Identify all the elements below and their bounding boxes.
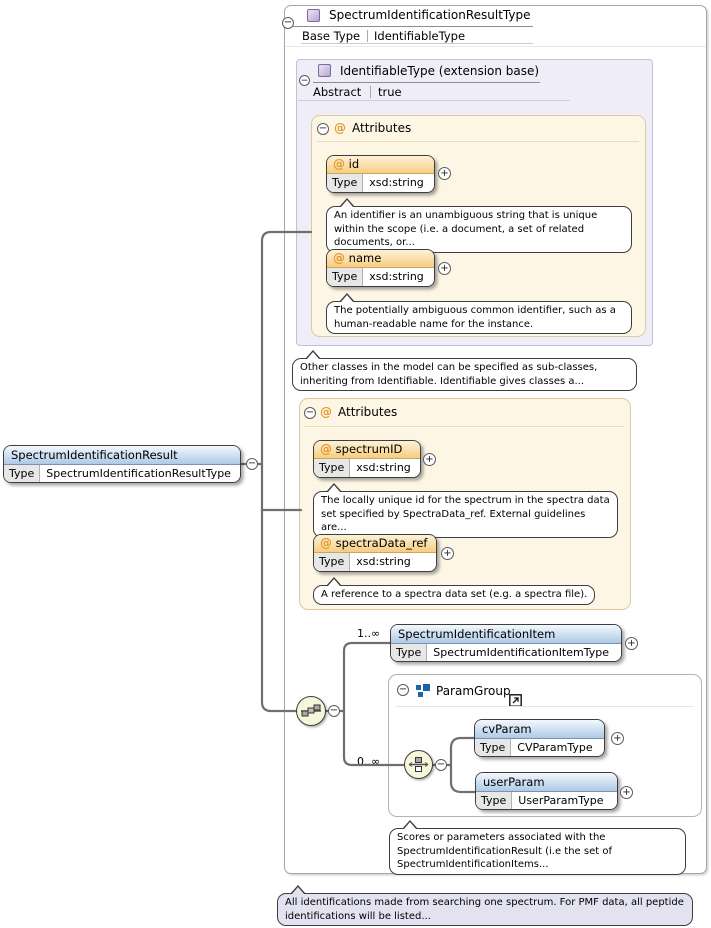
annotation-spectrumid: The locally unique id for the spectrum i… (313, 483, 618, 538)
divider (293, 26, 533, 27)
annotation-identifiable: Other classes in the model can be specif… (292, 350, 637, 391)
expand-toggle[interactable]: + (438, 167, 451, 180)
annotation-name: The potentially ambiguous common identif… (326, 293, 632, 334)
expand-toggle[interactable]: + (611, 732, 624, 745)
type-value: UserParamType (518, 794, 604, 807)
param-group-title: ParamGroup (436, 684, 511, 698)
complex-type-title: SpectrumIdentificationResultType (329, 8, 531, 22)
collapse-toggle[interactable]: − (435, 759, 447, 771)
collapse-toggle[interactable]: − (299, 75, 310, 86)
type-value: xsd:string (369, 270, 424, 283)
divider (285, 46, 706, 47)
attribute-box-spectrumid[interactable]: @ spectrumID Type xsd:string (313, 440, 421, 478)
collapse-toggle[interactable]: − (328, 705, 340, 717)
type-value: xsd:string (356, 555, 411, 568)
choice-icon[interactable] (404, 750, 433, 779)
attribute-box-id[interactable]: @ id Type xsd:string (326, 155, 435, 193)
annotation-result-type: All identifications made from searching … (277, 885, 693, 926)
expand-toggle[interactable]: + (625, 637, 638, 650)
complex-type-icon (307, 9, 320, 22)
expand-toggle[interactable]: + (423, 453, 436, 466)
external-link-icon[interactable] (509, 692, 522, 707)
element-box-spectrum-identification-result[interactable]: SpectrumIdentificationResult Type Spectr… (3, 445, 241, 483)
attribute-icon: @ (333, 251, 345, 265)
attribute-name: name (348, 251, 382, 265)
type-label: Type (314, 459, 351, 477)
sequence-icon[interactable] (296, 696, 326, 726)
type-label: Type (327, 174, 364, 192)
divider (313, 82, 540, 83)
annotation-param-group: Scores or parameters associated with the… (389, 820, 686, 875)
element-name: userParam (476, 773, 617, 792)
attribute-icon: @ (333, 157, 345, 171)
abstract-label: Abstract (313, 85, 362, 99)
element-box-cvparam[interactable]: cvParam Type CVParamType (474, 719, 605, 757)
type-label: Type (475, 739, 512, 756)
divider (304, 426, 624, 427)
base-type-label: Base Type (302, 29, 361, 43)
element-name: SpectrumIdentificationResult (4, 446, 240, 465)
divider (396, 706, 694, 707)
complex-type-icon (318, 64, 331, 77)
attribute-name: spectraData_ref (335, 536, 428, 550)
sequence-glyph (301, 704, 321, 717)
expand-toggle[interactable]: + (441, 547, 454, 560)
attribute-box-spectradata-ref[interactable]: @ spectraData_ref Type xsd:string (313, 534, 437, 572)
type-label: Type (476, 792, 513, 809)
type-value: SpectrumIdentificationItemType (433, 646, 609, 659)
type-value: xsd:string (356, 461, 411, 474)
collapse-toggle[interactable]: − (317, 123, 329, 135)
abstract-value: true (378, 85, 402, 99)
collapse-toggle[interactable]: − (304, 407, 316, 419)
choice-glyph (408, 757, 429, 772)
divider (367, 30, 368, 42)
type-value: xsd:string (369, 176, 424, 189)
attribute-icon: @ (334, 121, 346, 135)
expand-toggle[interactable]: + (438, 262, 451, 275)
type-label: Type (4, 465, 41, 482)
base-type-value: IdentifiableType (374, 29, 466, 43)
divider (298, 100, 570, 101)
element-box-spectrum-identification-item[interactable]: SpectrumIdentificationItem Type Spectrum… (390, 624, 622, 662)
collapse-toggle[interactable]: − (246, 458, 258, 470)
type-label: Type (327, 268, 364, 286)
type-label: Type (391, 644, 428, 661)
cardinality-label: 0..∞ (357, 755, 381, 768)
type-value: SpectrumIdentificationResultType (46, 467, 231, 480)
divider (317, 141, 639, 142)
element-name: SpectrumIdentificationItem (391, 625, 621, 644)
element-name: cvParam (475, 720, 604, 739)
identifiable-type-title: IdentifiableType (extension base) (340, 64, 540, 78)
attribute-name: id (348, 157, 360, 171)
attributes-title: Attributes (338, 405, 398, 419)
attribute-icon: @ (320, 442, 332, 456)
annotation-id: An identifier is an unambiguous string t… (326, 198, 632, 253)
group-icon (416, 683, 430, 697)
collapse-toggle[interactable]: − (397, 684, 409, 696)
attribute-name: spectrumID (335, 442, 403, 456)
expand-toggle[interactable]: + (620, 786, 633, 799)
element-box-userparam[interactable]: userParam Type UserParamType (475, 772, 618, 810)
divider (370, 86, 371, 98)
cardinality-label: 1..∞ (357, 627, 381, 640)
attributes-title: Attributes (352, 121, 412, 135)
collapse-toggle[interactable]: − (282, 17, 294, 29)
type-label: Type (314, 553, 351, 571)
divider (301, 43, 533, 44)
attribute-box-name[interactable]: @ name Type xsd:string (326, 249, 435, 287)
attribute-icon: @ (320, 405, 332, 419)
annotation-spectradata-ref: A reference to a spectra data set (e.g. … (313, 577, 596, 605)
type-value: CVParamType (517, 741, 593, 754)
attribute-icon: @ (320, 536, 332, 550)
